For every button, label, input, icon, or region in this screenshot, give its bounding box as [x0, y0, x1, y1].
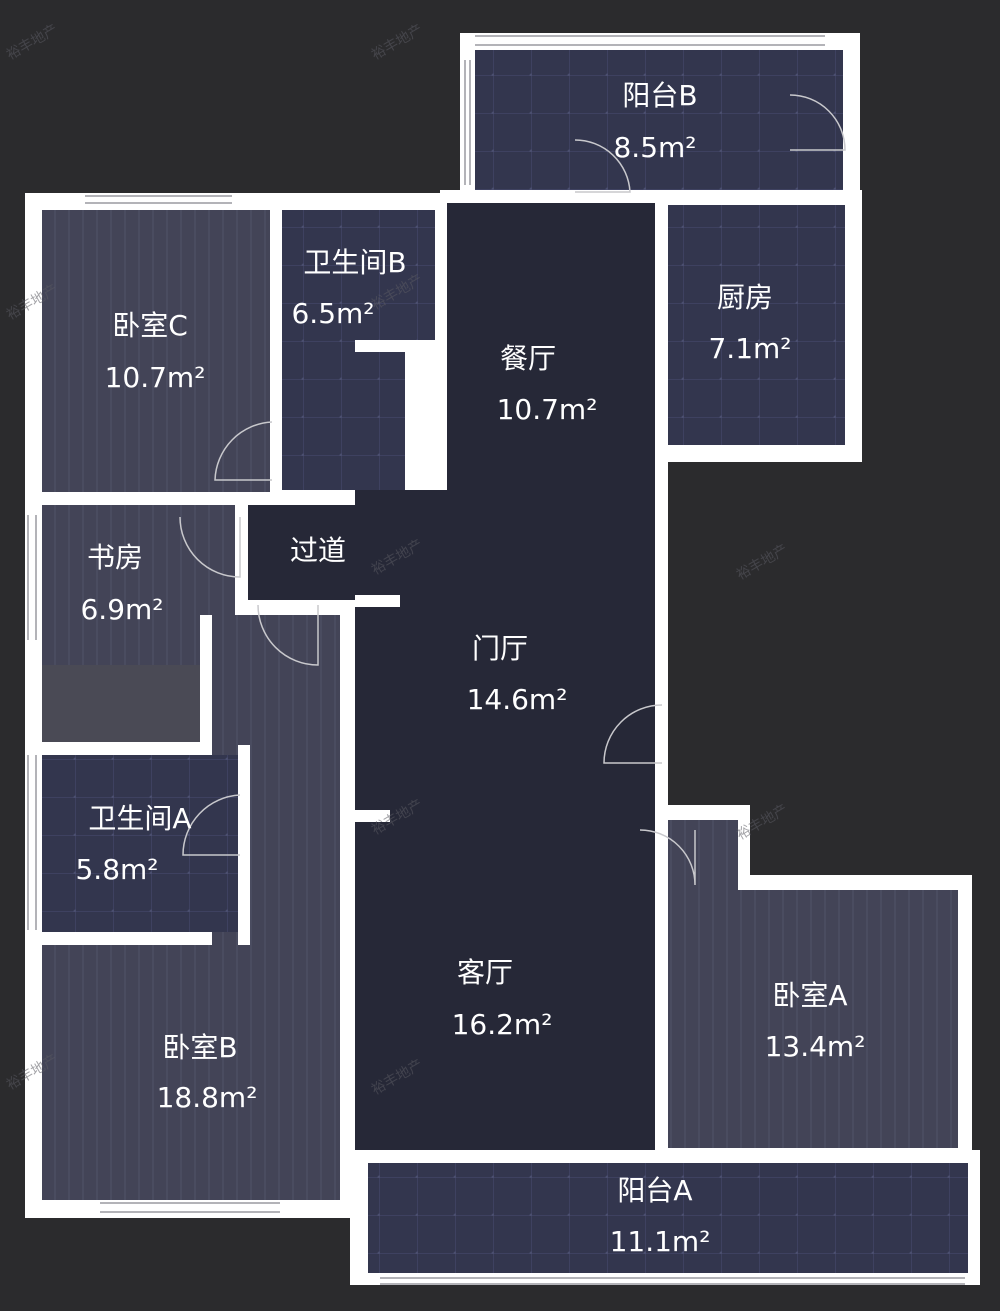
door-bedroom-c [214, 421, 273, 481]
door-foyer [603, 704, 663, 764]
room-dining [447, 203, 655, 503]
room-study-lower [42, 665, 200, 742]
dining-area: 10.7m² [497, 393, 598, 426]
door-balcony-b-side [789, 94, 846, 151]
room-bedroom-a [668, 820, 958, 1148]
corridor-name: 过道 [290, 534, 346, 567]
room-labels: 阳台B 8.5m² 卫生间B 6.5m² 卧室C 10.7m² 餐厅 10.7m… [75, 79, 865, 1258]
living-area: 16.2m² [452, 1008, 553, 1041]
room-balcony-a [368, 1163, 968, 1273]
balcony-a-area: 11.1m² [610, 1225, 711, 1258]
door-bedroom-a [639, 829, 696, 886]
study-name: 书房 [87, 541, 143, 574]
foyer-name: 门厅 [472, 632, 528, 665]
bedroom-b-area: 18.8m² [157, 1081, 258, 1114]
bedroom-c-name: 卧室C [112, 309, 188, 342]
door-balcony-b [574, 139, 631, 193]
bedroom-c-area: 10.7m² [105, 361, 206, 394]
kitchen-area: 7.1m² [708, 332, 791, 365]
living-name: 客厅 [457, 956, 513, 989]
balcony-a-name: 阳台A [617, 1174, 692, 1207]
kitchen-name: 厨房 [717, 281, 773, 314]
bathroom-b-area: 6.5m² [291, 297, 374, 330]
room-balcony-b [475, 50, 843, 190]
room-bedroom-b [42, 945, 340, 1200]
balcony-b-name: 阳台B [622, 79, 697, 112]
inner-walls [200, 490, 667, 1160]
bedroom-b-name: 卧室B [162, 1031, 237, 1064]
room-bathroom-a [42, 755, 238, 932]
bathroom-a-name: 卫生间A [88, 802, 191, 835]
bedroom-a-area: 13.4m² [765, 1030, 866, 1063]
bedroom-a-name: 卧室A [772, 979, 847, 1012]
bathroom-b-name: 卫生间B [303, 246, 406, 279]
foyer-area: 14.6m² [467, 683, 568, 716]
room-bedroom-c [42, 210, 270, 492]
doors [179, 94, 846, 886]
room-bathroom-b [282, 210, 435, 490]
balcony-b-area: 8.5m² [613, 131, 696, 164]
bathroom-a-area: 5.8m² [75, 853, 158, 886]
dining-name: 餐厅 [500, 342, 556, 375]
study-area: 6.9m² [80, 593, 163, 626]
windows [27, 35, 965, 1285]
door-hallway [257, 604, 319, 666]
door-study [179, 516, 241, 578]
room-kitchen [668, 205, 845, 445]
room-foyer-upper [447, 490, 655, 605]
door-bathroom-a [182, 794, 241, 856]
